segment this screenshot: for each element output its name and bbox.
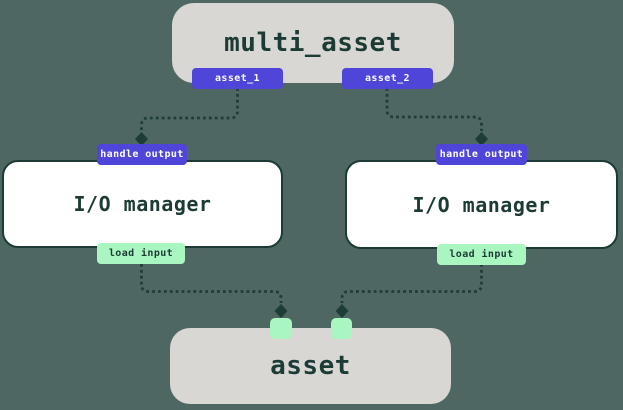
node-multi-asset-label: multi_asset [224, 28, 402, 58]
load-input-tab-left-label: load input [108, 248, 174, 259]
asset-input-port-left [270, 318, 292, 339]
node-io-manager-right: I/O manager [345, 160, 618, 249]
edge-asset2-to-right-io [385, 88, 483, 131]
load-input-tab-right: load input [437, 244, 526, 265]
edge-left-io-to-asset [140, 264, 283, 303]
output-tab-asset-1-label: asset_1 [215, 73, 260, 84]
output-tab-asset-2: asset_2 [342, 68, 433, 89]
output-tab-asset-1: asset_1 [192, 68, 283, 89]
node-asset: asset [170, 328, 451, 404]
handle-output-tab-right: handle output [436, 144, 527, 165]
node-io-manager-left-label: I/O manager [73, 192, 212, 216]
output-tab-asset-2-label: asset_2 [365, 73, 410, 84]
diamond-arrowhead-right-bottom [335, 304, 349, 318]
edge-right-io-to-asset [340, 264, 483, 303]
load-input-tab-right-label: load input [449, 249, 514, 260]
load-input-tab-left: load input [97, 243, 185, 264]
node-io-manager-right-label: I/O manager [412, 192, 551, 217]
diamond-arrowhead-left-bottom [274, 304, 288, 318]
handle-output-tab-left-label: handle output [100, 149, 184, 160]
node-io-manager-left: I/O manager [2, 160, 283, 248]
node-asset-label: asset [270, 351, 351, 381]
handle-output-tab-left: handle output [97, 144, 187, 165]
edge-asset1-to-left-io [140, 88, 239, 131]
handle-output-tab-right-label: handle output [439, 149, 524, 160]
asset-input-port-right [331, 318, 352, 339]
